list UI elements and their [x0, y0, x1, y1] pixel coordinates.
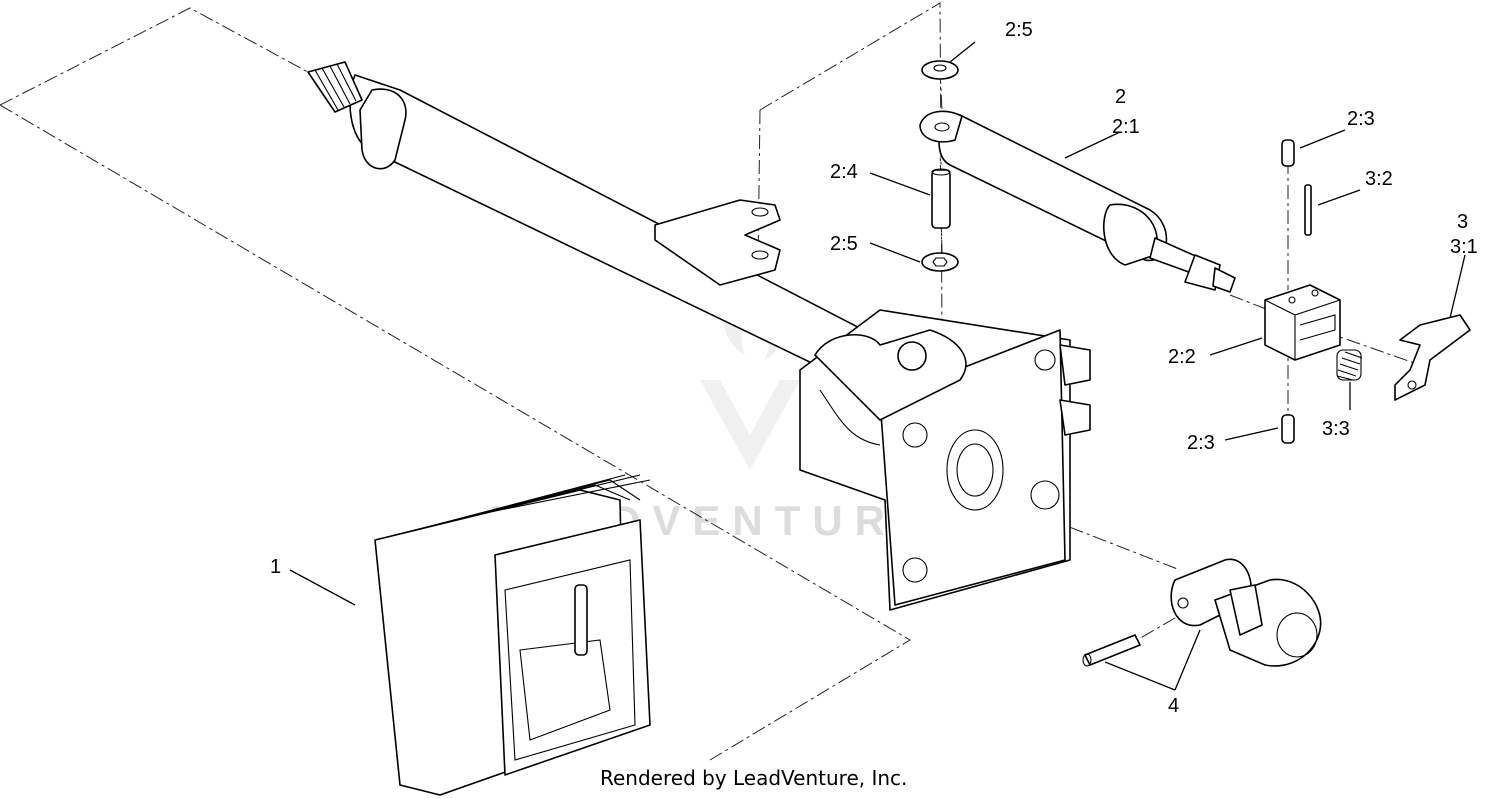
- assembly-lines: [0, 2, 1421, 761]
- part-2-5-washer-top: [921, 60, 959, 80]
- part-1-boot: [374, 474, 651, 796]
- callout-2-2: 2:2: [1168, 346, 1196, 368]
- callout-2-4: 2:4: [830, 161, 858, 183]
- part-3-latch: [1394, 314, 1471, 401]
- part-2-3-pin-bottom: [1281, 414, 1295, 444]
- callout-2-5-top: 2:5: [1005, 19, 1033, 41]
- part-2-4-pin: [931, 168, 951, 229]
- callout-2: 2: [1115, 86, 1126, 108]
- part-3-3-spring: [1336, 349, 1363, 381]
- callout-3-2: 3:2: [1365, 168, 1393, 190]
- callout-1: 1: [270, 556, 281, 578]
- part-2-3-pin-top: [1281, 139, 1295, 167]
- mounting-bracket: [654, 199, 781, 286]
- steering-column-shaft: [307, 61, 961, 421]
- callout-2-1: 2:1: [1112, 116, 1140, 138]
- part-2-2-block: [1264, 284, 1341, 361]
- callout-3: 3: [1457, 211, 1468, 233]
- part-2-cylinder: [919, 110, 1236, 293]
- callout-3-1: 3:1: [1450, 236, 1478, 258]
- part-4-roll-pin: [1082, 634, 1141, 667]
- callout-3-3: 3:3: [1322, 418, 1350, 440]
- callout-2-5-bottom: 2:5: [830, 233, 858, 255]
- callout-2-3-top: 2:3: [1347, 108, 1375, 130]
- part-3-2-pin: [1304, 184, 1312, 236]
- part-2-5-washer-bottom: [921, 252, 959, 272]
- callout-2-3-bottom: 2:3: [1187, 432, 1215, 454]
- callout-labels: 1 2 2:1 2:2 2:3 2:3 2:4 2:5 2:5 3 3:1 3:…: [270, 19, 1478, 717]
- leader-lines: [289, 41, 1466, 691]
- footer-credit: Rendered by LeadVenture, Inc.: [600, 766, 907, 790]
- gimbal-plate-assembly: [799, 309, 1091, 611]
- part-4-universal-joint: [1170, 558, 1322, 667]
- callout-4: 4: [1168, 695, 1179, 717]
